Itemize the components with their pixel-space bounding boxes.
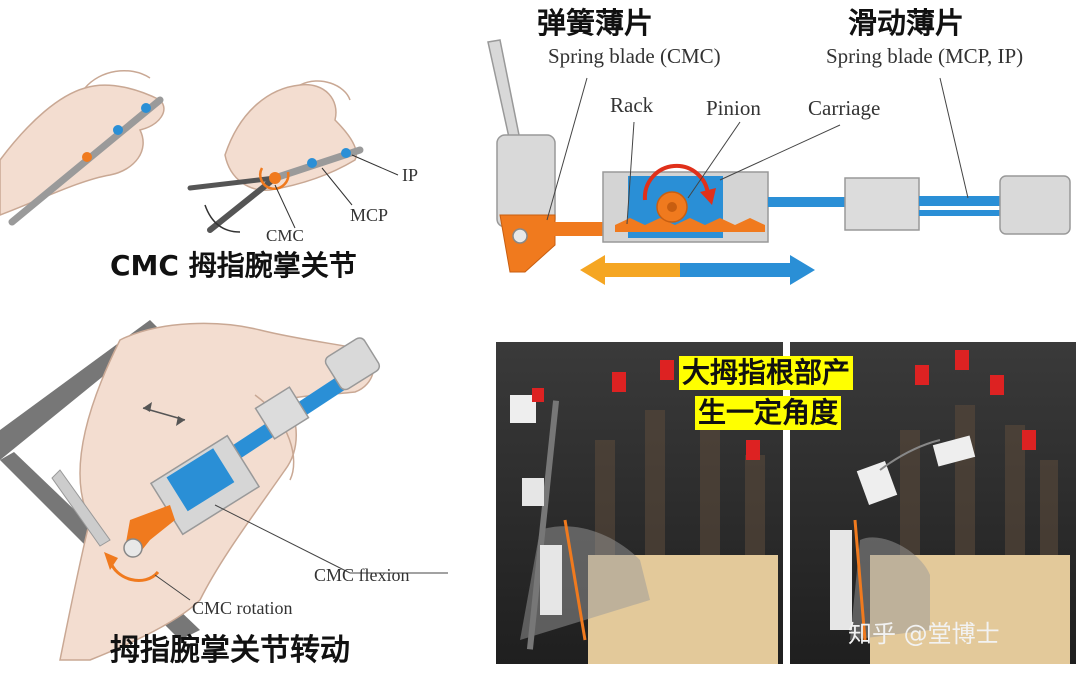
hand-sketch-left [0,70,165,226]
highlight-line-2: 生一定角度 [695,396,842,430]
ip-label: IP [402,165,419,185]
spring-blade-cn-title: 弹簧薄片 [537,6,654,40]
highlight-line-1: 大拇指根部产 [679,356,854,390]
hand-sketch-right [187,80,399,233]
cmc-label: CMC [266,226,304,245]
carriage-label: Carriage [808,96,881,120]
watermark: 知乎 @堂博士 [848,620,1000,648]
pinion-label: Pinion [706,96,761,120]
mcp-label: MCP [350,205,389,225]
photo-right [790,342,1076,664]
rack-label: Rack [610,93,654,117]
mechanism-diagram [487,39,1071,285]
spring-blade-mcp-ip-label: Spring blade (MCP, IP) [826,44,1024,68]
cmc-rotation-label: CMC rotation [192,598,293,618]
thumb-joint-rotation-caption: 拇指腕掌关节转动 [110,633,350,668]
spring-blade-cmc-label: Spring blade (CMC) [548,44,721,68]
cmc-flexion-label: CMC flexion [314,565,410,585]
photo-left [496,342,783,664]
hand-with-device [0,320,448,661]
sliding-blade-cn-title: 滑动薄片 [848,6,965,40]
cmc-joint-caption: CMC 拇指腕掌关节 [110,249,357,282]
